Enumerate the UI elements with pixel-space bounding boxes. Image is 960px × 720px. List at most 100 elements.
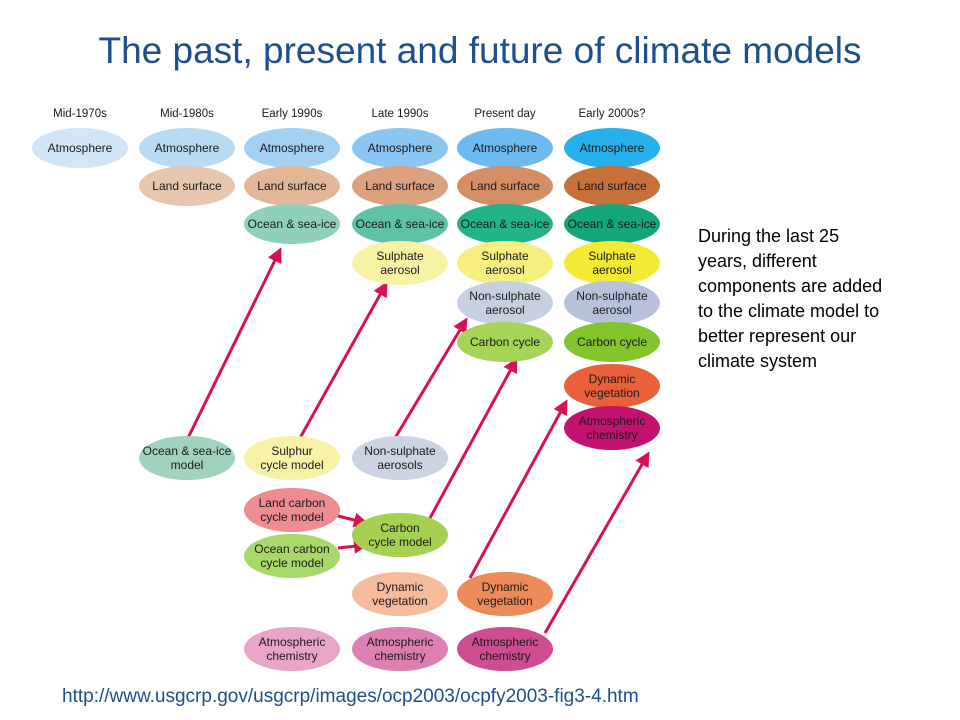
development-arrows	[185, 247, 650, 634]
component-land-surface-present-day-label: Land surface	[470, 179, 540, 193]
component-sulphate-aerosol-early-2000s-label: Sulphate	[588, 249, 636, 263]
component-sulphate-aerosol-present-day-label: Sulphate	[481, 249, 529, 263]
development-arrow	[428, 357, 518, 519]
page-title: The past, present and future of climate …	[98, 30, 862, 71]
component-sulphate-aerosol-late-1990s-label: Sulphate	[376, 249, 424, 263]
developing-atmospheric-chemistry-8-label: Atmospheric	[259, 635, 326, 649]
component-non-sulphate-aerosol-early-2000s-shape	[564, 281, 660, 325]
component-non-sulphate-aerosol-present-day-label: aerosol	[485, 303, 524, 317]
developing-ocean-carbon-cycle-model-4-label: cycle model	[260, 556, 323, 570]
developing-dynamic-vegetation-7-label: vegetation	[477, 594, 532, 608]
component-atmosphere-early-2000s-shape	[564, 128, 660, 168]
explanation-text: During the last 25 years, different comp…	[698, 226, 883, 371]
component-atmosphere-mid-1970s-shape	[32, 128, 128, 168]
component-sulphate-aerosol-present-day-label: aerosol	[485, 263, 524, 277]
component-land-surface-present-day-shape	[457, 166, 553, 206]
component-atmosphere-early-1990s-label: Atmosphere	[260, 141, 325, 155]
component-land-surface-early-1990s: Land surface	[244, 166, 340, 206]
developing-atmospheric-chemistry-9-label: chemistry	[374, 649, 425, 663]
developing-atmospheric-chemistry-10-label: chemistry	[479, 649, 530, 663]
developing-ocean-carbon-cycle-model-4-label: Ocean carbon	[254, 542, 329, 556]
component-carbon-cycle-early-2000s-label: Carbon cycle	[577, 335, 647, 349]
component-ocean-sea-ice-early-1990s-label: Ocean & sea-ice	[248, 217, 337, 231]
developing-land-carbon-cycle-model-3-label: Land carbon	[259, 496, 326, 510]
development-arrow	[468, 399, 568, 579]
component-atmospheric-chemistry-early-2000s-shape	[564, 406, 660, 450]
component-dynamic-vegetation-early-2000s-label: vegetation	[584, 386, 639, 400]
component-atmosphere-early-1990s-shape	[244, 128, 340, 168]
component-land-surface-early-1990s-shape	[244, 166, 340, 206]
component-dynamic-vegetation-early-2000s-shape	[564, 364, 660, 408]
component-carbon-cycle-present-day: Carbon cycle	[457, 322, 553, 362]
component-atmosphere-mid-1970s: Atmosphere	[32, 128, 128, 168]
developing-dynamic-vegetation-6-shape	[352, 572, 448, 616]
developing-ocean-sea-ice-model-0-label: model	[171, 458, 204, 472]
developing-land-carbon-cycle-model-3-shape	[244, 488, 340, 532]
component-ocean-sea-ice-early-2000s-label: Ocean & sea-ice	[568, 217, 657, 231]
component-ocean-sea-ice-early-2000s: Ocean & sea-ice	[564, 204, 660, 244]
component-land-surface-early-2000s-label: Land surface	[577, 179, 647, 193]
component-sulphate-aerosol-present-day-shape	[457, 241, 553, 285]
developing-non-sulphate-aerosols-2-label: Non-sulphate	[364, 444, 436, 458]
component-carbon-cycle-present-day-label: Carbon cycle	[470, 335, 540, 349]
development-arrow	[337, 512, 369, 528]
developing-dynamic-vegetation-6-label: vegetation	[372, 594, 427, 608]
component-land-surface-present-day: Land surface	[457, 166, 553, 206]
developing-carbon-cycle-model-5-label: cycle model	[368, 535, 431, 549]
component-carbon-cycle-early-2000s: Carbon cycle	[564, 322, 660, 362]
source-link[interactable]: http://www.usgcrp.gov/usgcrp/images/ocp2…	[62, 686, 639, 707]
component-land-surface-early-2000s-shape	[564, 166, 660, 206]
component-atmosphere-mid-1980s: Atmosphere	[139, 128, 235, 168]
component-atmosphere-early-2000s-label: Atmosphere	[580, 141, 645, 155]
component-land-surface-early-2000s: Land surface	[564, 166, 660, 206]
component-sulphate-aerosol-early-2000s-shape	[564, 241, 660, 285]
developing-sulphur-cycle-model-1-label: Sulphur	[271, 444, 312, 458]
era-header-late-1990s: Late 1990s	[372, 108, 429, 120]
component-atmosphere-early-1990s: Atmosphere	[244, 128, 340, 168]
developing-land-carbon-cycle-model-3-label: cycle model	[260, 510, 323, 524]
developing-ocean-sea-ice-model-0-label: Ocean & sea-ice	[143, 444, 232, 458]
component-sulphate-aerosol-early-2000s-label: aerosol	[592, 263, 631, 277]
component-non-sulphate-aerosol-present-day-shape	[457, 281, 553, 325]
era-header-early-2000s: Early 2000s?	[578, 108, 645, 120]
component-atmosphere-present-day: Atmosphere	[457, 128, 553, 168]
component-ocean-sea-ice-present-day-label: Ocean & sea-ice	[461, 217, 550, 231]
component-sulphate-aerosol-late-1990s-shape	[352, 241, 448, 285]
component-atmosphere-mid-1980s-label: Atmosphere	[155, 141, 220, 155]
developing-dynamic-vegetation-7-shape	[457, 572, 553, 616]
developing-atmospheric-chemistry-9-label: Atmospheric	[367, 635, 434, 649]
development-arrow	[543, 451, 650, 634]
component-land-surface-mid-1980s-label: Land surface	[152, 179, 222, 193]
developing-sulphur-cycle-model-1-label: cycle model	[260, 458, 323, 472]
developing-carbon-cycle-model-5-label: Carbon	[380, 521, 419, 535]
era-header-mid-1970s: Mid-1970s	[53, 108, 107, 120]
era-header-present-day: Present day	[474, 108, 536, 120]
developing-dynamic-vegetation-6-label: Dynamic	[377, 580, 424, 594]
component-atmosphere-mid-1980s-shape	[139, 128, 235, 168]
developing-dynamic-vegetation-7-label: Dynamic	[482, 580, 529, 594]
era-header-mid-1980s: Mid-1980s	[160, 108, 214, 120]
component-non-sulphate-aerosol-early-2000s-label: aerosol	[592, 303, 631, 317]
developing-atmospheric-chemistry-8-shape	[244, 627, 340, 671]
developing-non-sulphate-aerosols-2-shape	[352, 436, 448, 480]
developing-ocean-carbon-cycle-model-4-shape	[244, 534, 340, 578]
component-land-surface-mid-1980s: Land surface	[139, 166, 235, 206]
component-ocean-sea-ice-early-2000s-shape	[564, 204, 660, 244]
component-land-surface-late-1990s-label: Land surface	[365, 179, 435, 193]
component-ocean-sea-ice-early-1990s: Ocean & sea-ice	[244, 204, 340, 244]
development-arrow	[185, 247, 282, 441]
component-land-surface-late-1990s-shape	[352, 166, 448, 206]
